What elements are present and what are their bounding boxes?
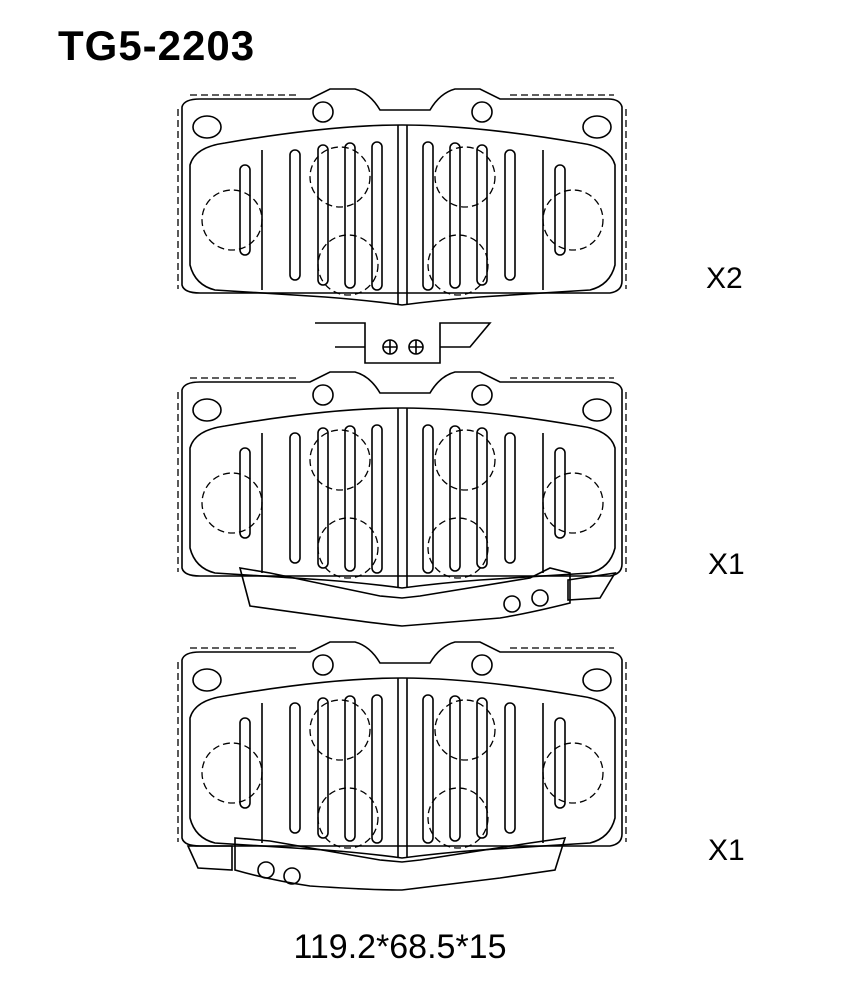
friction-slots xyxy=(239,694,566,844)
locating-hole-right xyxy=(471,384,493,406)
part-number-title: TG5-2203 xyxy=(58,22,256,69)
mounting-hole-left xyxy=(192,398,222,422)
dimensions-label: 119.2*68.5*15 xyxy=(293,928,507,966)
locating-hole-right xyxy=(471,654,493,676)
brake-pad-drawing-3 xyxy=(177,641,627,891)
pad-outline xyxy=(177,641,627,847)
mounting-hole-right xyxy=(582,398,612,422)
friction-slots xyxy=(239,424,566,574)
locating-hole-left xyxy=(312,384,334,406)
friction-grooves xyxy=(261,125,544,305)
wear-sensor-clip xyxy=(315,322,492,364)
piston-contact-circles xyxy=(201,699,604,849)
brake-pad-drawing-1 xyxy=(177,88,627,364)
locating-hole-left xyxy=(312,101,334,123)
brake-pad-drawing-2 xyxy=(177,371,627,627)
friction-grooves xyxy=(261,408,544,588)
friction-material xyxy=(189,124,616,306)
pad-outline xyxy=(177,88,627,294)
friction-material xyxy=(189,677,616,859)
friction-grooves xyxy=(261,678,544,858)
pad-outline xyxy=(177,371,627,577)
piston-contact-circles xyxy=(201,429,604,579)
quantity-label-2: X1 xyxy=(708,548,745,581)
piston-contact-circles xyxy=(201,146,604,296)
quantity-label-1: X2 xyxy=(706,262,743,295)
mounting-hole-left xyxy=(192,668,222,692)
friction-material xyxy=(189,407,616,589)
mounting-hole-left xyxy=(192,115,222,139)
locating-hole-right xyxy=(471,101,493,123)
friction-slots xyxy=(239,141,566,291)
shim-plate-right xyxy=(238,567,617,627)
locating-hole-left xyxy=(312,654,334,676)
mounting-hole-right xyxy=(582,668,612,692)
mounting-hole-right xyxy=(582,115,612,139)
shim-plate-left xyxy=(186,837,567,891)
quantity-label-3: X1 xyxy=(708,834,745,867)
